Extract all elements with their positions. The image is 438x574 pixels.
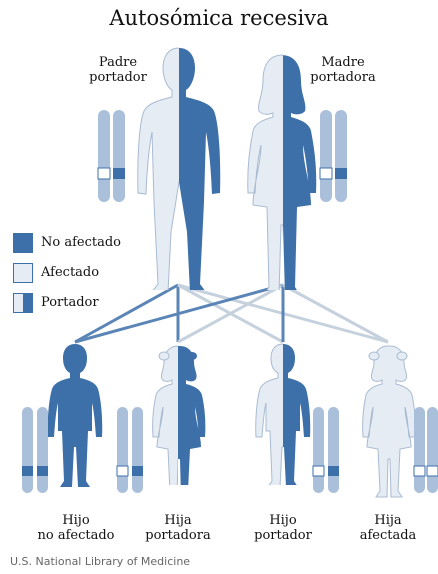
child2-label-line1: Hija: [140, 513, 216, 528]
legend-label-no-afectado: No afectado: [41, 235, 121, 250]
child1-label-line1: Hijo: [30, 513, 122, 528]
child2-label: Hija portadora: [140, 513, 216, 543]
child4-label: Hija afectada: [350, 513, 426, 543]
credit-text: U.S. National Library of Medicine: [10, 555, 190, 568]
child3-label: Hijo portador: [248, 513, 318, 543]
child4-label-line1: Hija: [350, 513, 426, 528]
legend-label-afectado: Afectado: [41, 265, 99, 280]
child4-chromosomes: [414, 407, 438, 493]
legend-label-portador: Portador: [41, 295, 99, 310]
child3-figure: [256, 344, 311, 487]
child2-figure: [153, 346, 206, 497]
mother-figure: [248, 55, 317, 295]
line-father-child1: [75, 285, 178, 342]
father-figure: [138, 48, 221, 292]
child4-figure: [363, 346, 416, 497]
child2-chromosomes: [117, 407, 143, 493]
father-chromosomes: [98, 110, 125, 202]
child2-label-line2: portadora: [140, 528, 216, 543]
child1-chromosomes: [22, 407, 48, 493]
legend-swatch-dark: [13, 233, 33, 253]
child1-label: Hijo no afectado: [30, 513, 122, 543]
legend-swatch-light: [13, 263, 33, 283]
child3-label-line2: portador: [248, 528, 318, 543]
child4-label-line2: afectada: [350, 528, 426, 543]
line-mother-child4: [283, 285, 388, 342]
child1-figure: [48, 344, 103, 487]
inheritance-lines: [75, 285, 388, 342]
child3-label-line1: Hijo: [248, 513, 318, 528]
legend-swatch-half: [13, 293, 33, 313]
child3-chromosomes: [313, 407, 339, 493]
child1-label-line2: no afectado: [30, 528, 122, 543]
mother-chromosomes: [320, 110, 347, 202]
